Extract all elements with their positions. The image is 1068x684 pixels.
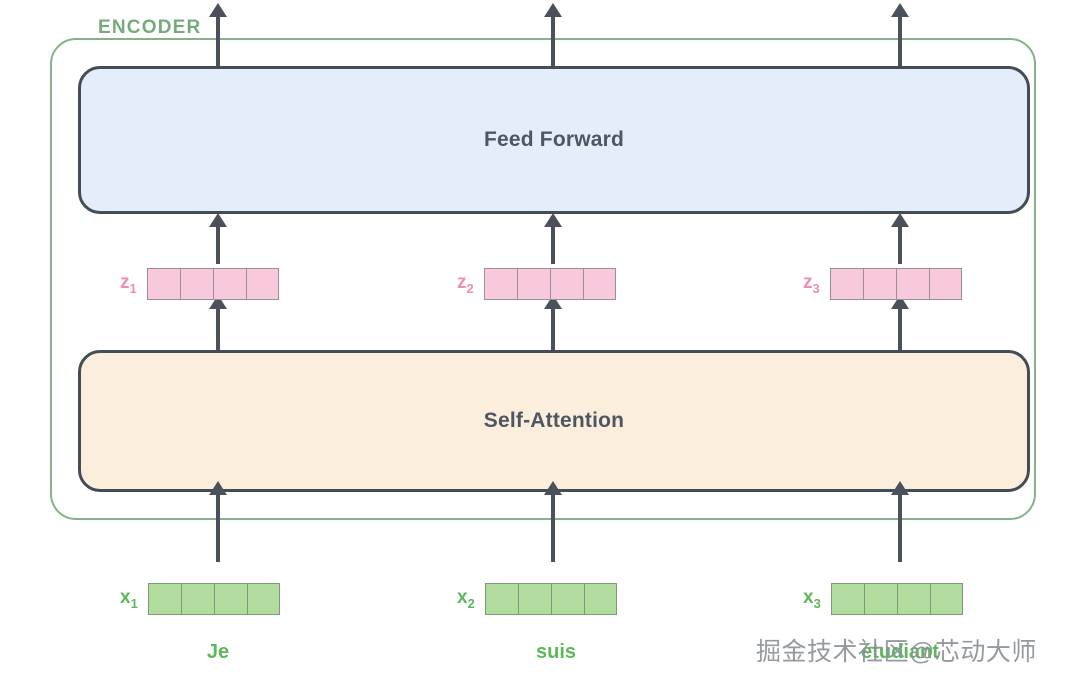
- vector-x1: x1: [120, 583, 280, 615]
- vector-cell: [517, 583, 551, 615]
- arrow-attention-to-z-2: [551, 306, 555, 350]
- vector-z1: z1: [120, 268, 279, 300]
- feed-forward-block: Feed Forward: [78, 66, 1030, 214]
- vector-cell: [896, 583, 930, 615]
- arrow-encoder-output-1: [216, 14, 220, 66]
- vector-cell: [830, 583, 864, 615]
- feed-forward-label: Feed Forward: [483, 128, 625, 151]
- encoder-label: ENCODER: [98, 17, 202, 38]
- watermark: 掘金技术社区@芯动大师: [756, 638, 1037, 666]
- word-label-3: étudiant: [861, 641, 939, 663]
- arrow-encoder-output-3: [898, 14, 902, 66]
- self-attention-block: Self-Attention: [78, 350, 1030, 492]
- vector-cell: [550, 583, 584, 615]
- vector-z1-cells: [146, 268, 279, 300]
- vector-x3-cells: [830, 583, 963, 615]
- arrow-attention-to-z-1: [216, 306, 220, 350]
- vector-z2: z2: [457, 268, 616, 300]
- vector-cell: [863, 583, 897, 615]
- arrow-attention-to-z-3: [898, 306, 902, 350]
- vector-z3-cells: [829, 268, 962, 300]
- vector-x3: x3: [803, 583, 963, 615]
- self-attention-label: Self-Attention: [483, 409, 625, 432]
- vector-cell: [483, 268, 517, 300]
- vector-x2-label: x2: [457, 587, 475, 611]
- vector-cell: [549, 268, 583, 300]
- vector-cell: [862, 268, 896, 300]
- vector-z2-cells: [483, 268, 616, 300]
- arrow-z-to-feedforward-2: [551, 224, 555, 264]
- vector-cell: [147, 583, 181, 615]
- vector-cell: [516, 268, 550, 300]
- vector-z1-label: z1: [120, 272, 137, 296]
- vector-x3-label: x3: [803, 587, 821, 611]
- vector-cell: [180, 583, 214, 615]
- vector-cell: [582, 268, 616, 300]
- vector-z2-label: z2: [457, 272, 474, 296]
- arrow-x-to-attention-1: [216, 492, 220, 562]
- vector-cell: [212, 268, 246, 300]
- vector-cell: [245, 268, 279, 300]
- vector-x1-cells: [147, 583, 280, 615]
- vector-cell: [895, 268, 929, 300]
- vector-cell: [213, 583, 247, 615]
- vector-cell: [484, 583, 518, 615]
- arrow-z-to-feedforward-1: [216, 224, 220, 264]
- vector-cell: [246, 583, 280, 615]
- vector-z3-label: z3: [803, 272, 820, 296]
- vector-cell: [179, 268, 213, 300]
- vector-z3: z3: [803, 268, 962, 300]
- arrow-encoder-output-2: [551, 14, 555, 66]
- arrow-x-to-attention-2: [551, 492, 555, 562]
- vector-cell: [146, 268, 180, 300]
- arrow-x-to-attention-3: [898, 492, 902, 562]
- vector-x1-label: x1: [120, 587, 138, 611]
- vector-cell: [829, 268, 863, 300]
- word-label-1: Je: [206, 641, 230, 663]
- arrow-z-to-feedforward-3: [898, 224, 902, 264]
- word-label-2: suis: [535, 641, 577, 663]
- encoder-frame: [50, 38, 1036, 520]
- vector-x2: x2: [457, 583, 617, 615]
- vector-cell: [583, 583, 617, 615]
- vector-x2-cells: [484, 583, 617, 615]
- vector-cell: [929, 583, 963, 615]
- vector-cell: [928, 268, 962, 300]
